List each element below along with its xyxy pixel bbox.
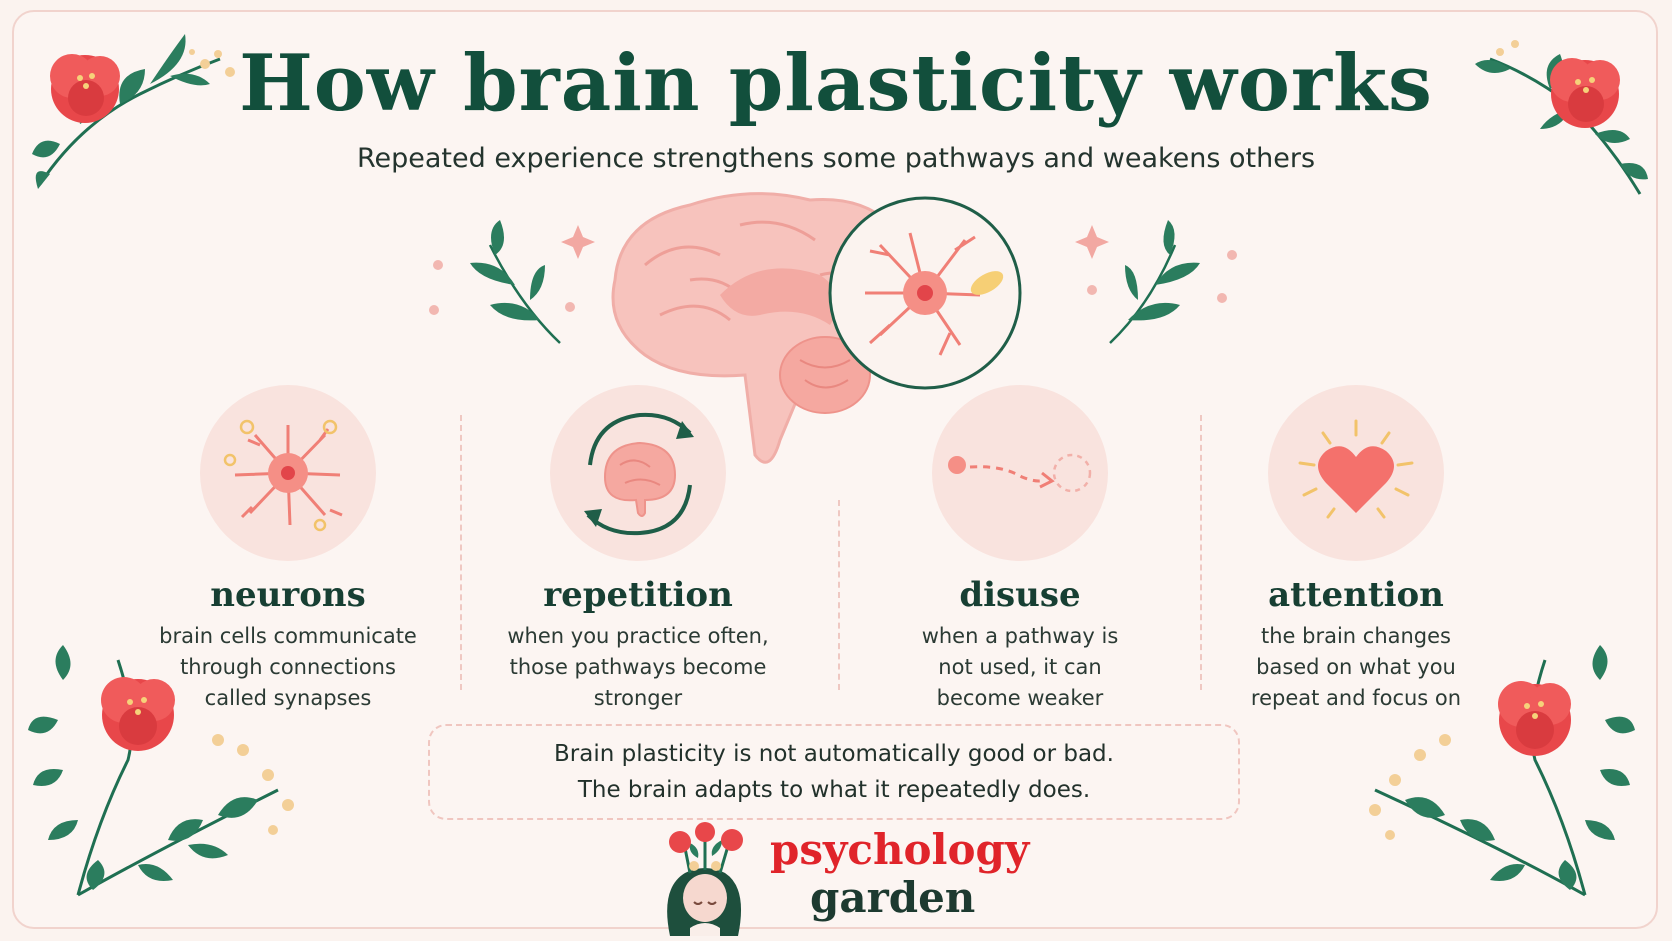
summary-note: Brain plasticity is not automatically go… [428, 724, 1240, 820]
flower-decoration-top-right [1475, 40, 1648, 195]
neuron-icon [223, 419, 343, 532]
column-text: the brain changes based on what you repe… [1250, 624, 1462, 710]
icon-circle-disuse [932, 385, 1108, 561]
column-text: brain cells communicate through connecti… [159, 624, 417, 710]
column-title: repetition [543, 575, 733, 615]
note-line: Brain plasticity is not automatically go… [554, 741, 1114, 767]
note-line: The brain adapts to what it repeatedly d… [577, 777, 1091, 803]
column-text: when a pathway is not used, it can becom… [921, 624, 1119, 710]
icon-circle-repetition [550, 385, 726, 561]
brand-name-line1: psychology [770, 825, 1030, 874]
column-repetition: repetition when you practice often, thos… [458, 385, 818, 714]
faded-path-icon [948, 453, 1092, 493]
flower-decoration-top-left [32, 34, 235, 189]
brand-name-line2: garden [810, 873, 976, 922]
column-title: attention [1268, 575, 1444, 615]
column-text: when you practice often, those pathways … [507, 624, 769, 710]
page-title: How brain plasticity works [239, 38, 1433, 129]
gardener-logo-icon [667, 822, 743, 936]
page-subtitle: Repeated experience strengthens some pat… [356, 143, 1316, 174]
column-title: disuse [959, 575, 1081, 615]
column-neurons: neurons brain cells communicate through … [108, 385, 468, 714]
cycle-brain-icon [584, 412, 694, 536]
icon-circle-attention [1268, 385, 1444, 561]
column-title: neurons [210, 575, 366, 615]
icon-circle-neurons [200, 385, 376, 561]
brain-illustration [429, 192, 1237, 464]
heart-icon [1298, 419, 1414, 519]
dashed-divider [1200, 415, 1202, 690]
flower-decoration-bottom-left [28, 645, 294, 897]
column-attention: attention the brain changes based on wha… [1176, 385, 1536, 714]
dashed-divider [460, 415, 462, 690]
column-disuse: disuse when a pathway is not used, it ca… [840, 385, 1200, 714]
flower-decoration-bottom-right [1369, 645, 1635, 897]
dashed-divider [838, 500, 840, 690]
